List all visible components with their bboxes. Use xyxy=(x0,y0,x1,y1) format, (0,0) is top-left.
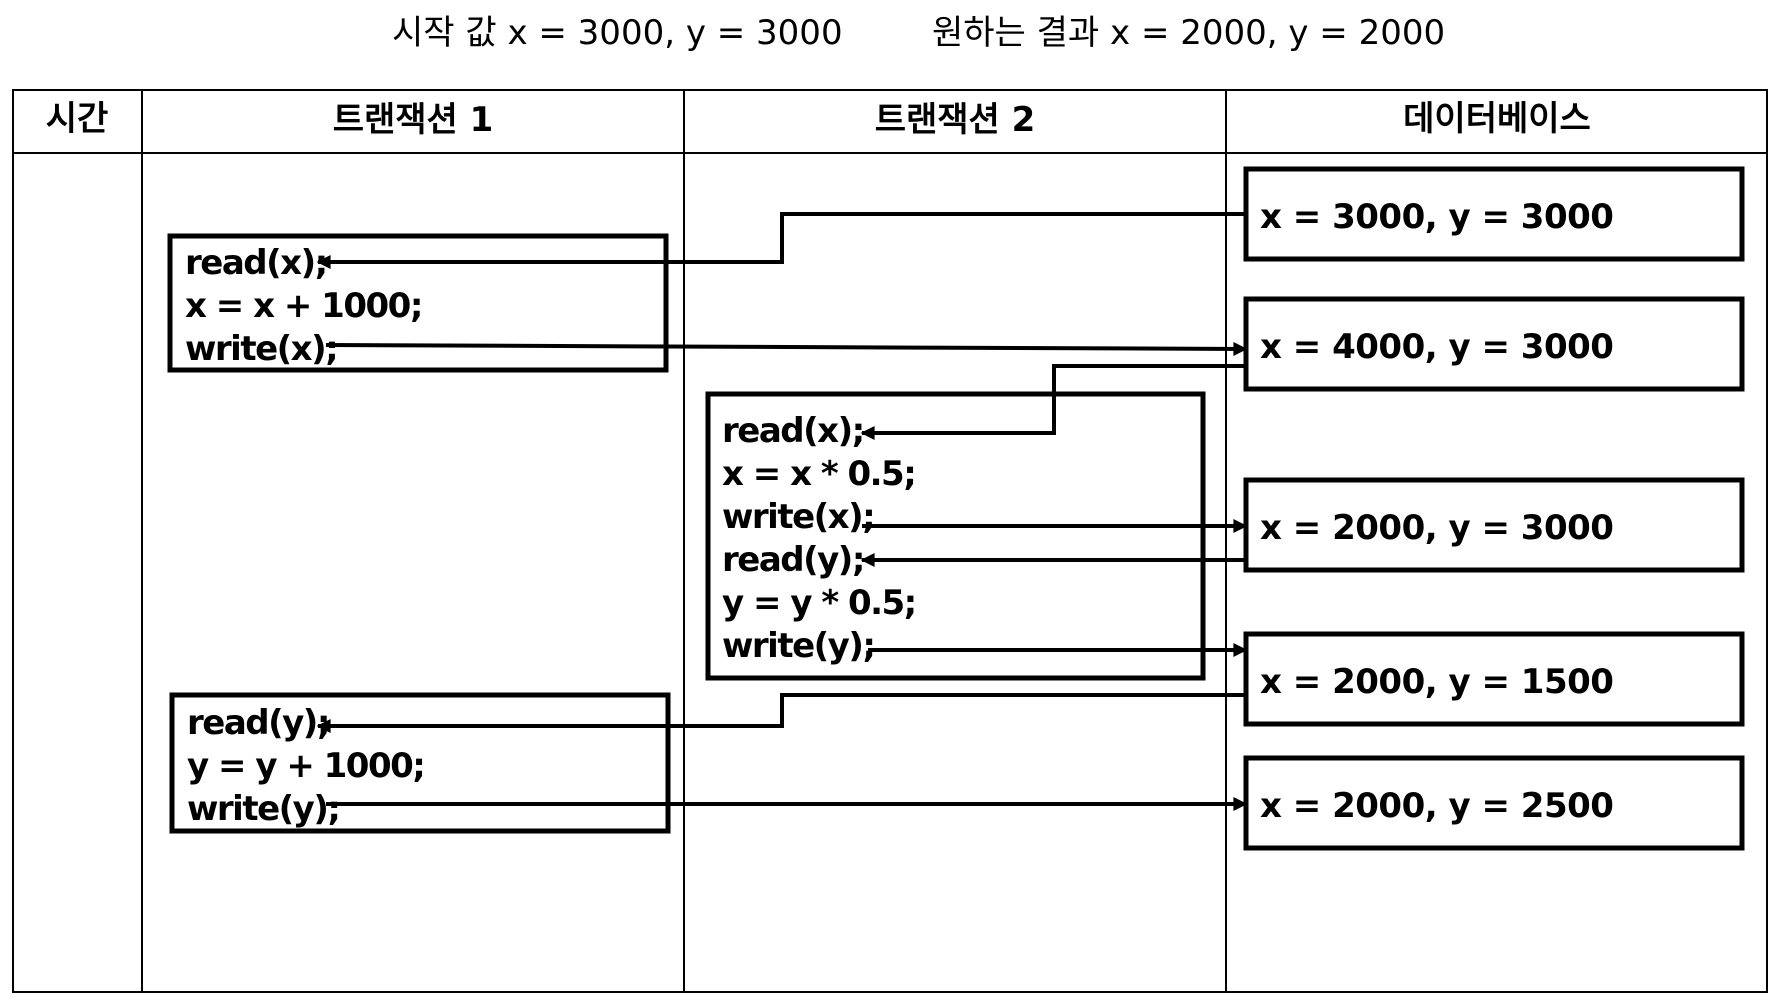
column-header-transaction-2: 트랜잭션 2 xyxy=(875,100,1036,140)
column-header-transaction-1: 트랜잭션 1 xyxy=(333,100,494,140)
start-value-label: 시작 값 x = 3000, y = 3000 xyxy=(392,13,843,53)
code-line: read(y); xyxy=(187,703,329,743)
code-line: x = x + 1000; xyxy=(185,286,422,326)
db-state-5: x = 2000, y = 2500 xyxy=(1243,755,1745,851)
arrow-db-to-tx2-read-x xyxy=(860,364,1246,440)
column-header-database: 데이터베이스 xyxy=(1403,99,1591,139)
code-line: write(x); xyxy=(722,497,874,537)
db-state-value: x = 2000, y = 3000 xyxy=(1260,508,1613,548)
db-state-1: x = 3000, y = 3000 xyxy=(1243,166,1745,262)
arrow-db-to-tx1-read-y xyxy=(316,693,1246,733)
code-line: read(x); xyxy=(722,411,864,451)
code-line: y = y * 0.5; xyxy=(722,583,916,623)
db-state-4: x = 2000, y = 1500 xyxy=(1243,631,1745,727)
code-line: x = x * 0.5; xyxy=(722,454,915,494)
code-line: write(y); xyxy=(187,789,339,829)
arrow-db-to-tx1-read-x xyxy=(316,212,1246,269)
db-state-3: x = 2000, y = 3000 xyxy=(1243,477,1745,573)
tx1-code-block-2: read(y); y = y + 1000; write(y); xyxy=(169,692,671,834)
column-header-time: 시간 xyxy=(46,99,109,139)
tx2-code-block: read(x); x = x * 0.5; write(x); read(y);… xyxy=(705,391,1206,681)
db-state-value: x = 2000, y = 2500 xyxy=(1260,786,1613,826)
arrow-tx1-write-x-to-db xyxy=(325,341,1248,356)
code-line: write(y); xyxy=(722,626,874,666)
code-line: y = y + 1000; xyxy=(187,746,424,786)
table-frame xyxy=(12,89,1768,993)
code-line: write(x); xyxy=(185,329,337,369)
db-state-value: x = 2000, y = 1500 xyxy=(1260,662,1613,702)
db-state-value: x = 4000, y = 3000 xyxy=(1260,327,1613,367)
code-line: read(x); xyxy=(185,243,327,283)
code-line: read(y); xyxy=(722,540,864,580)
goal-value-label: 원하는 결과 x = 2000, y = 2000 xyxy=(932,13,1445,53)
db-state-value: x = 3000, y = 3000 xyxy=(1260,197,1613,237)
tx1-code-block-1: read(x); x = x + 1000; write(x); xyxy=(167,233,669,373)
db-state-2: x = 4000, y = 3000 xyxy=(1243,296,1745,392)
